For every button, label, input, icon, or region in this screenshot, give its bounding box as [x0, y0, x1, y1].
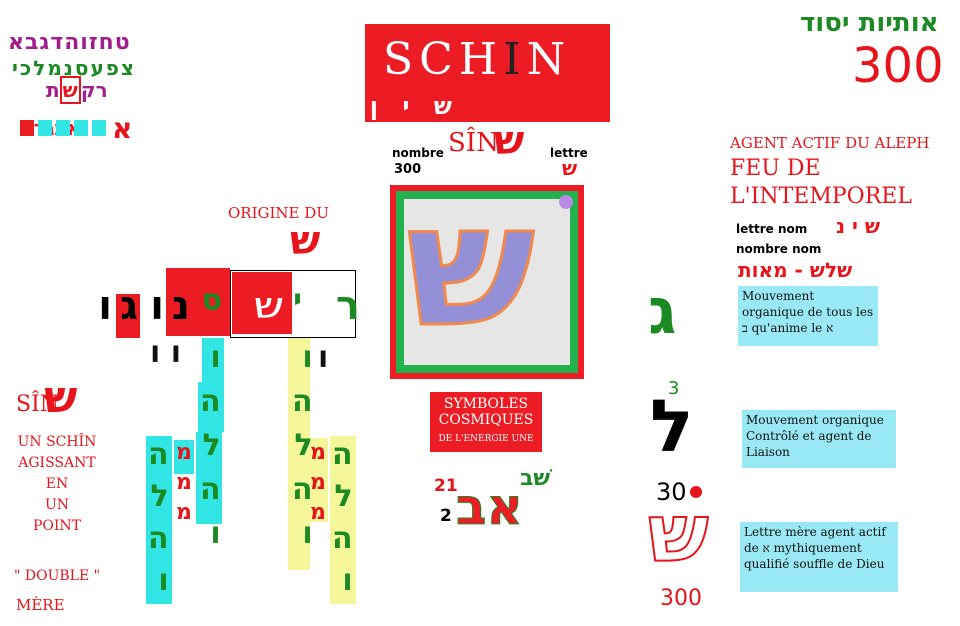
num-21: 21 — [434, 476, 458, 496]
column-cyan — [202, 338, 224, 382]
right-gimel: ג — [648, 275, 677, 349]
origine-letter: ש — [290, 218, 321, 264]
column-yellow — [330, 436, 356, 604]
agent-title: AGENT ACTIF DU ALEPH — [730, 134, 930, 152]
column-letters: ו ה ל ה ו — [292, 340, 313, 551]
lettre-nom-heb: ש י נ — [836, 214, 881, 238]
title-banner: SCHIN ש י ן — [365, 24, 610, 122]
column-cyan — [174, 440, 194, 474]
lettre-value: ש — [562, 156, 578, 180]
info-box-1: Mouvement organique de tous les ב qu'ani… — [738, 286, 878, 346]
column-yellow — [288, 338, 310, 570]
lettre-nom-label: lettre nom — [736, 222, 808, 236]
nombre-nom-heb: שלש - מאות — [738, 258, 853, 282]
num-3: 3 — [668, 378, 680, 399]
column-cyan — [196, 432, 222, 524]
nombre-value: 300 — [394, 162, 422, 177]
double-label: " DOUBLE " — [14, 568, 101, 584]
column-letters: ה ל ה ו — [332, 437, 353, 598]
column-letters: מ מ מ — [176, 440, 192, 525]
num-300: 300 — [660, 586, 702, 611]
num-2: 2 — [440, 506, 452, 526]
column-cyan — [198, 382, 224, 432]
boxed-shin: ש — [59, 76, 81, 104]
sin-letter-left: ש — [44, 372, 78, 423]
row-letter: ס — [201, 283, 222, 318]
feu-line1: FEU DE — [730, 156, 821, 181]
row-letter: נ — [171, 283, 190, 329]
big-shin-letter: ש — [405, 167, 537, 365]
right-lamed: ל — [650, 384, 694, 468]
sin-word-center: SÎN — [448, 128, 499, 158]
big-letter-panel: ש — [390, 180, 584, 379]
mere-label: MÈRE — [16, 596, 65, 614]
symboles-sub: DE L'ENERGIE UNE — [438, 434, 534, 444]
column-letters: מ מ מ — [310, 440, 326, 525]
origine-label: ORIGINE DU — [228, 204, 329, 222]
nombre-label: nombre — [392, 146, 444, 160]
left-description: UN SCHÎN AGISSANT EN UN POINT — [17, 434, 97, 534]
row-letter: ו — [150, 283, 164, 329]
row-letter: ר — [335, 283, 360, 329]
title-hebrew: ש י ן — [369, 92, 460, 120]
symboles-box: SYMBOLES COSMIQUES DE L'ENERGIE UNE — [430, 392, 542, 452]
row-letter: ש — [253, 283, 285, 329]
alphabet-row-2: צפעסנמלכי — [12, 56, 136, 80]
top-right-hebrew: אותיות יסוד — [800, 8, 939, 38]
symboles-text: SYMBOLES COSMIQUES — [438, 396, 534, 428]
feu-line2: L'INTEMPOREL — [730, 184, 912, 209]
row-frame — [230, 270, 356, 338]
right-shin: ש — [647, 487, 710, 580]
alphabet-row-1: טחזוהדגבא — [8, 30, 131, 55]
sin-word-left: SÎN — [16, 392, 60, 417]
column-letters: ו ו — [150, 335, 182, 370]
hebrew-small: אב — [456, 478, 524, 537]
alphabet-tiles: א — [20, 112, 132, 145]
column-cyan — [146, 436, 172, 604]
row-letter: ו — [98, 283, 112, 329]
row-letter: י — [293, 283, 302, 318]
row-letter: ג — [120, 283, 138, 329]
info-box-3: Lettre mère agent actif de א mythiquemen… — [740, 522, 898, 592]
column-yellow — [306, 438, 328, 522]
column-letters: ה ל ה ו — [148, 437, 169, 598]
column-letters: ו ה ל ה ו — [200, 340, 221, 551]
title-word: SCHIN — [383, 34, 572, 85]
top-right-number: 300 — [852, 38, 944, 94]
lettre-label: lettre — [550, 146, 588, 160]
red-block-1 — [166, 268, 230, 336]
red-block-small — [116, 294, 140, 338]
column-letters: ו — [318, 340, 329, 375]
red-block-2 — [232, 272, 292, 334]
red-dot — [690, 486, 702, 498]
num-30: 30 — [656, 478, 687, 506]
info-box-2: Mouvement organique Contrôlé et agent de… — [742, 410, 896, 468]
sin-letter-center: ש — [494, 118, 525, 164]
nombre-nom-label: nombre nom — [736, 242, 822, 256]
hebrew-pair: שׁב — [520, 466, 551, 491]
alphabet-row-3: רקשת — [46, 76, 108, 104]
